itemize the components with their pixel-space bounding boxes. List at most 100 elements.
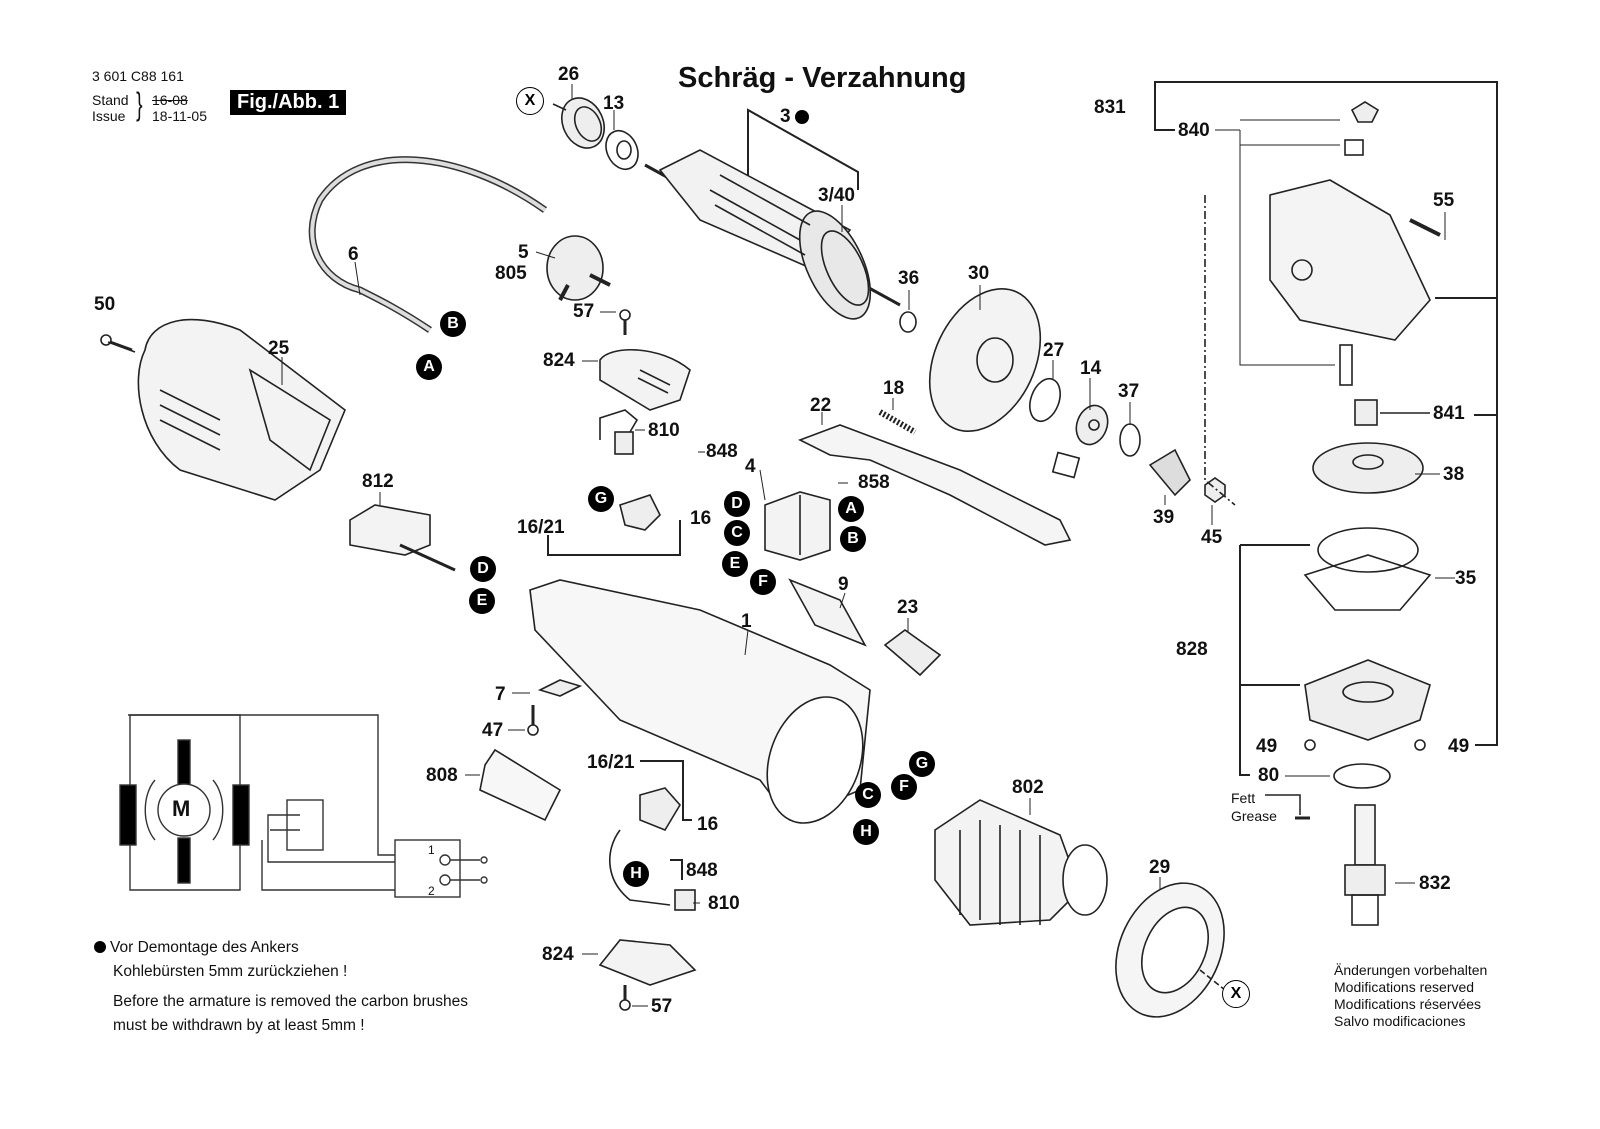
part-label: 25 [268,338,290,359]
ball-bearing-13 [605,129,639,171]
armature-removal-note: Vor Demontage des Ankers Kohlebürsten 5m… [94,936,468,1038]
plug-805 [546,235,611,301]
o-ring-35 [1317,527,1419,573]
part-label: 3 [780,106,791,127]
part-label: 16/21 [517,517,565,538]
grease-label-en: Grease [1231,808,1277,824]
brush-holder-16-top [619,494,661,531]
mods-fr: Modifications réservées [1334,996,1482,1012]
bearing-cover-26 [561,97,605,149]
switch-pole-2: 2 [428,884,435,898]
leader-lines [281,84,1455,1007]
part-label: 16 [690,508,712,529]
needle-bearing [1051,451,1081,479]
screw-49-right [1414,739,1426,751]
stand-issue-labels: Stand Issue [92,92,129,124]
part-label: 23 [897,597,919,618]
part-label: 29 [1149,857,1171,878]
connector-marker-e: E [469,588,495,614]
connector-marker-h: H [853,819,879,845]
field-coil-802 [934,799,1108,926]
part-label: 36 [898,268,920,289]
note-en-line2: must be withdrawn by at least 5mm ! [113,1017,365,1034]
connector-marker-c: C [855,782,881,808]
part-label: 45 [1201,527,1223,548]
connector-marker-f: F [750,569,776,595]
part-label: 49 [1448,736,1470,757]
on-off-switch-4 [764,491,831,561]
air-guide-ring-29 [1115,882,1225,1018]
screw-50 [100,334,133,352]
carbon-brush-810-top [614,431,634,455]
part-label: 832 [1419,873,1451,894]
armature-3 [644,149,901,320]
connector-marker-b: B [440,311,466,337]
grease-note: Fett Grease [1231,789,1277,825]
connector-marker-h: H [623,861,649,887]
spring-18 [878,409,917,435]
connector-marker-d: D [724,491,750,517]
note-de-line2: Kohlebürsten 5mm zurückziehen ! [113,963,348,980]
part-label: 38 [1443,464,1465,485]
part-label: 824 [543,350,575,371]
part-label: 808 [426,765,458,786]
part-label: 1 [741,611,752,632]
part-label: 57 [651,996,673,1017]
connector-marker-x: X [516,87,544,115]
rear-cover-25 [137,318,346,501]
connector-marker-a: A [838,496,864,522]
connector-marker-a: A [416,354,442,380]
switch-pole-1: 1 [428,843,435,857]
washer-36 [899,311,917,333]
part-label: 35 [1455,568,1477,589]
part-label: 810 [648,420,680,441]
part-label: 802 [1012,777,1044,798]
part-label: 18 [883,378,905,399]
spring-840 [1344,139,1364,156]
part-label: 13 [603,93,625,114]
part-label: 80 [1258,765,1280,786]
brush-holder-16-bottom [639,787,681,831]
part-label: 840 [1178,120,1210,141]
note-bullet-icon [94,941,106,953]
part-label: 27 [1043,340,1065,361]
washer-37 [1119,423,1141,457]
part-label: 16/21 [587,752,635,773]
connector-marker-x: X [1222,980,1250,1008]
screw-55 [1409,218,1441,237]
note-bullet-icon [795,110,809,124]
bearing-flange-30 [928,288,1042,432]
mods-de: Änderungen vorbehalten [1334,962,1488,978]
document-number: 3 601 C88 161 [92,68,184,84]
bracket-3 [747,108,859,190]
spindle-lock-button [1350,101,1380,123]
part-label: 39 [1153,507,1175,528]
note-en-line1: Before the armature is removed the carbo… [113,993,468,1010]
part-label: 49 [1256,736,1278,757]
screw-57-top [619,309,631,335]
part-label: 37 [1118,381,1140,402]
air-guide-23 [883,629,942,677]
connector-marker-e: E [722,551,748,577]
pinion-39 [1148,448,1191,497]
part-label: 848 [706,441,738,462]
ball-bearing-14 [1075,404,1109,446]
part-label: 16 [697,814,719,835]
connector-marker-g: G [588,486,614,512]
part-label: 50 [94,294,116,315]
mods-es: Salvo modificaciones [1334,1013,1466,1029]
mods-en: Modifications reserved [1334,979,1475,995]
connector-marker-b: B [840,526,866,552]
connector-marker-g: G [909,751,935,777]
stand-label: Stand [92,92,129,108]
washer-80 [1333,763,1391,789]
modifications-note: Änderungen vorbehalten Modifications res… [1334,962,1487,1030]
pin-840 [1339,344,1353,386]
part-label: 810 [708,893,740,914]
connector-marker-d: D [470,556,496,582]
brace-symbol: } [136,86,143,122]
part-label: 14 [1080,358,1102,379]
issue-date: 18-11-05 [152,108,208,124]
bevel-gear-38 [1312,442,1424,494]
